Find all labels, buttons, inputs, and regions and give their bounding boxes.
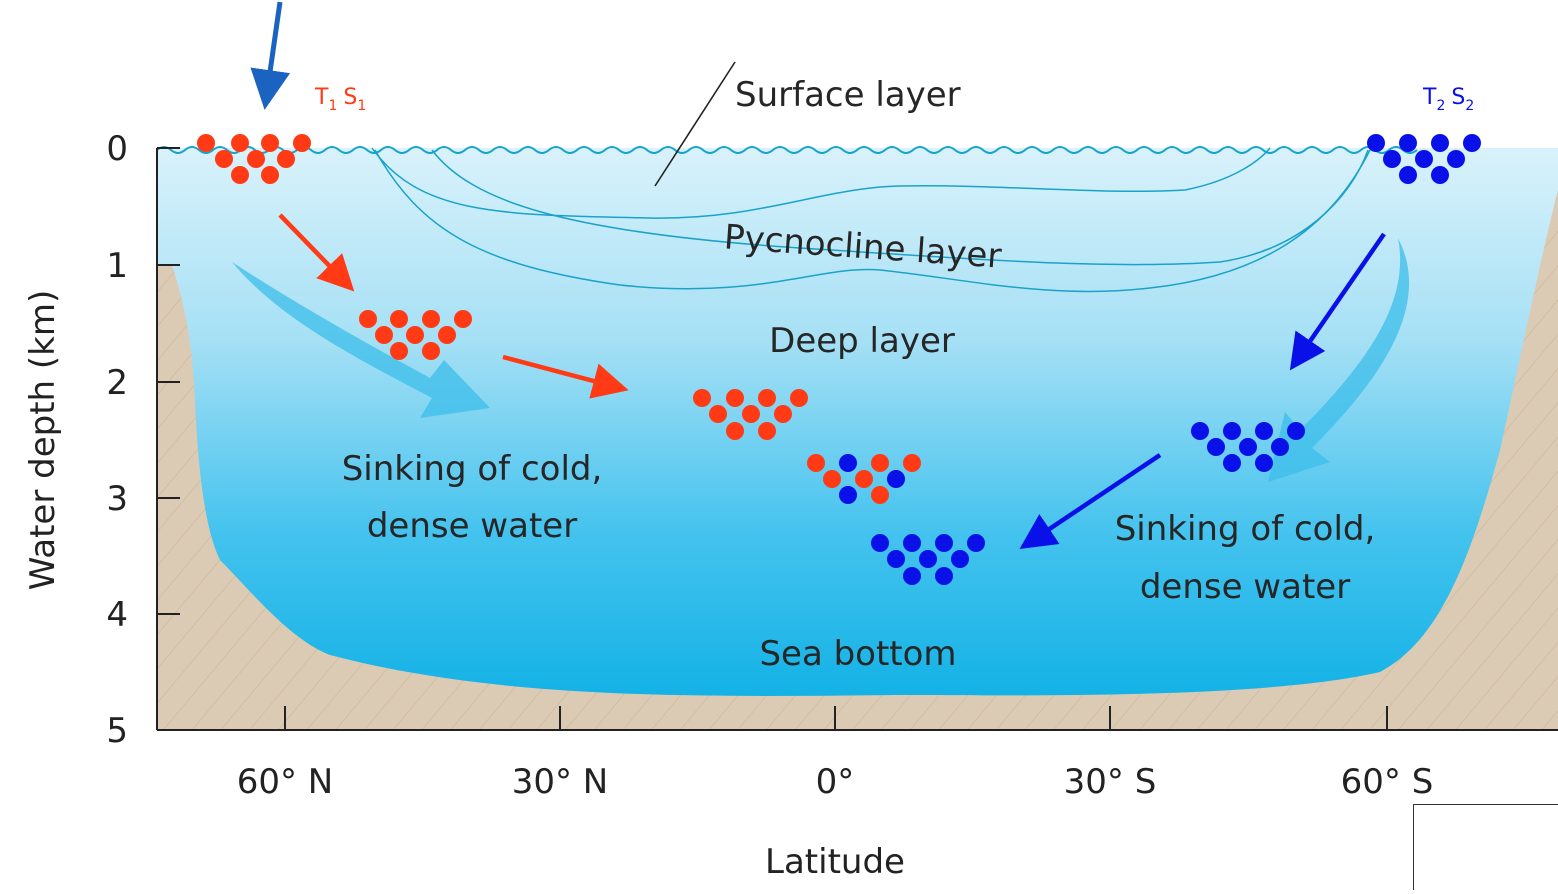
x-tick-label: 30° S xyxy=(1064,762,1157,802)
sinking-label-right-line2: dense water xyxy=(1140,567,1350,607)
ocean-water xyxy=(157,148,1558,696)
sinking-label-right-line1: Sinking of cold, xyxy=(1115,509,1376,549)
north-flow-arrow xyxy=(502,354,629,399)
sinking-label-left-line2: dense water xyxy=(367,506,577,546)
x-tick-label: 60° S xyxy=(1341,762,1434,802)
x-tick-label: 60° N xyxy=(237,762,334,802)
y-tick-label: 5 xyxy=(106,711,128,751)
sea-bottom-label: Sea bottom xyxy=(759,634,956,674)
sinking-arrow-right xyxy=(1268,238,1410,482)
pycnocline-deep-boundary xyxy=(374,149,1371,293)
surface-input-arrow xyxy=(250,1,291,110)
y-tick-label: 4 xyxy=(106,595,128,635)
y-tick-label: 1 xyxy=(106,246,128,286)
water-parcel-south-mid xyxy=(1191,422,1305,472)
south-flow-arrow xyxy=(1019,453,1162,550)
surface-layer-pointer xyxy=(654,61,736,187)
water-parcel-mixed xyxy=(807,454,921,504)
pycnocline-lower-boundary xyxy=(431,149,1369,266)
x-axis-label: Latitude xyxy=(765,842,905,882)
x-tick-label: 0° xyxy=(816,762,855,802)
water-parcel-north-deep xyxy=(693,389,808,440)
sea-surface-waves xyxy=(156,146,1418,154)
sinking-arrow-left xyxy=(232,262,490,418)
sinking-label-left-line1: Sinking of cold, xyxy=(342,449,603,489)
corner-frame xyxy=(1413,804,1558,890)
south-flow-arrow xyxy=(1289,232,1386,371)
water-parcel-north-surface xyxy=(197,134,311,184)
water-parcel-north-mid xyxy=(359,310,472,360)
north-flow-arrow xyxy=(278,213,355,292)
surface-layer-label: Surface layer xyxy=(735,75,961,115)
pycnocline-upper-boundary xyxy=(371,147,1271,219)
y-tick-label: 0 xyxy=(106,129,128,169)
y-axis: 0 1 2 3 4 5 Water depth (km) xyxy=(23,129,180,751)
x-tick-label: 30° N xyxy=(512,762,609,802)
deep-layer-label: Deep layer xyxy=(769,321,955,361)
y-tick-label: 3 xyxy=(106,479,128,519)
x-axis: 60° N 30° N 0° 30° S 60° S Latitude xyxy=(157,706,1558,882)
water-parcel-south-surface xyxy=(1367,134,1481,184)
water-parcel-south-deep xyxy=(871,534,985,585)
y-tick-label: 2 xyxy=(106,363,128,403)
y-axis-label: Water depth (km) xyxy=(23,290,63,590)
